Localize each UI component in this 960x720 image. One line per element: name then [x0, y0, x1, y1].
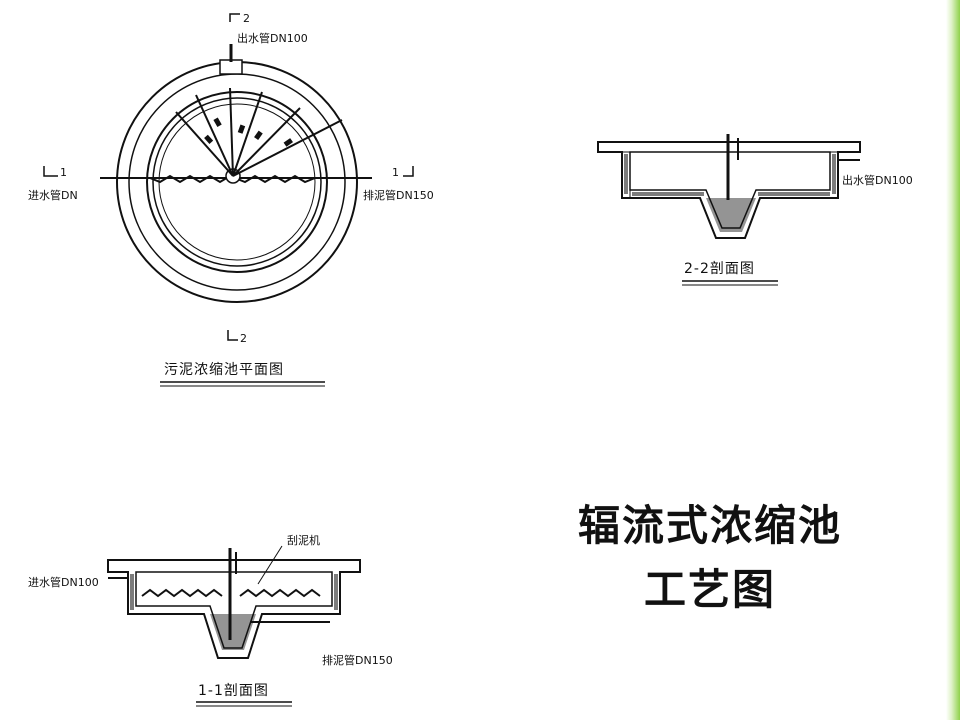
section11-scraper-arms	[141, 588, 321, 598]
plan-mark-2-bottom-label: 2	[240, 332, 247, 345]
slide-title-line2: 工艺图	[643, 565, 776, 614]
section11-hatch	[130, 574, 338, 650]
plan-arm-hatches	[204, 117, 293, 147]
section22-outlet-label: 出水管DN100	[842, 173, 913, 187]
section11-inlet-label: 进水管DN100	[28, 575, 99, 589]
section11-drain-label: 排泥管DN150	[322, 653, 393, 667]
plan-outlet-label: 出水管DN100	[237, 31, 308, 45]
plan-caption: 污泥浓缩池平面图	[164, 362, 284, 378]
plan-inlet-label: 进水管DN	[28, 188, 78, 202]
plan-mark-1-left-label: 1	[60, 166, 67, 179]
plan-drain-label: 排泥管DN150	[363, 188, 434, 202]
section11-caption: 1-1剖面图	[198, 683, 269, 699]
plan-radial-arms	[175, 87, 343, 177]
slide-accent-bar	[946, 0, 960, 720]
section22-hatch	[624, 154, 836, 232]
section22-caption: 2-2剖面图	[684, 261, 755, 277]
plan-ring-3	[146, 91, 328, 273]
plan-mark-1-left	[43, 166, 58, 177]
plan-ring-4	[152, 97, 322, 267]
slide-title-line1: 辐流式浓缩池	[577, 501, 842, 550]
plan-outlet-box	[219, 59, 243, 75]
section11-scraper-label: 刮泥机	[287, 533, 320, 547]
section22-drawing	[597, 134, 861, 239]
section11-drawing	[107, 545, 361, 659]
plan-mark-2-bottom	[227, 330, 238, 341]
plan-mark-2-top	[229, 13, 240, 22]
plan-mark-1-right-label: 1	[392, 166, 399, 179]
plan-mark-2-top-label: 2	[243, 12, 250, 25]
plan-mark-1-right	[403, 166, 414, 177]
